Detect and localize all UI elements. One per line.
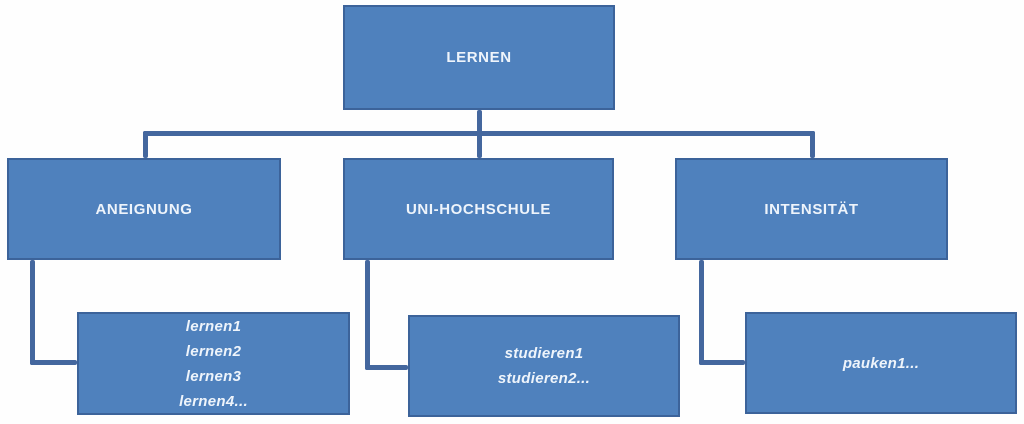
connector-drop-right [810,131,815,158]
node-aneignung-label: ANEIGNUNG [95,200,193,218]
node-lernen: LERNEN [343,5,615,110]
leaf-lernen-examples: lernen1 lernen2 lernen3 lernen4... [77,312,350,415]
connector-aneignung-leaf-horizontal [30,360,77,365]
leaf-studieren-examples: studieren1 studieren2... [408,315,680,417]
connector-aneignung-leaf-vertical [30,260,35,365]
leaf-line: pauken1... [842,354,920,372]
connector-hochschule-leaf-vertical [365,260,370,370]
connector-horizontal-bar [143,131,815,136]
connector-intensitaet-leaf-vertical [699,260,704,365]
node-uni-hochschule-label: UNI-HOCHSCHULE [405,200,552,218]
connector-intensitaet-leaf-horizontal [699,360,745,365]
connector-drop-left [143,131,148,158]
connector-hochschule-leaf-horizontal [365,365,408,370]
node-aneignung: ANEIGNUNG [7,158,281,260]
leaf-line: studieren1 [504,345,584,362]
node-lernen-label: LERNEN [446,49,512,66]
leaf-line: studieren2... [497,370,591,387]
leaf-line: lernen3 [185,367,242,385]
node-uni-hochschule: UNI-HOCHSCHULE [343,158,614,260]
leaf-line: lernen2 [185,342,242,360]
node-intensitaet-label: INTENSITÄT [764,200,859,218]
leaf-line: lernen1 [185,317,242,335]
leaf-line: lernen4... [179,392,248,410]
leaf-pauken-examples: pauken1... [745,312,1017,414]
node-intensitaet: INTENSITÄT [675,158,948,260]
